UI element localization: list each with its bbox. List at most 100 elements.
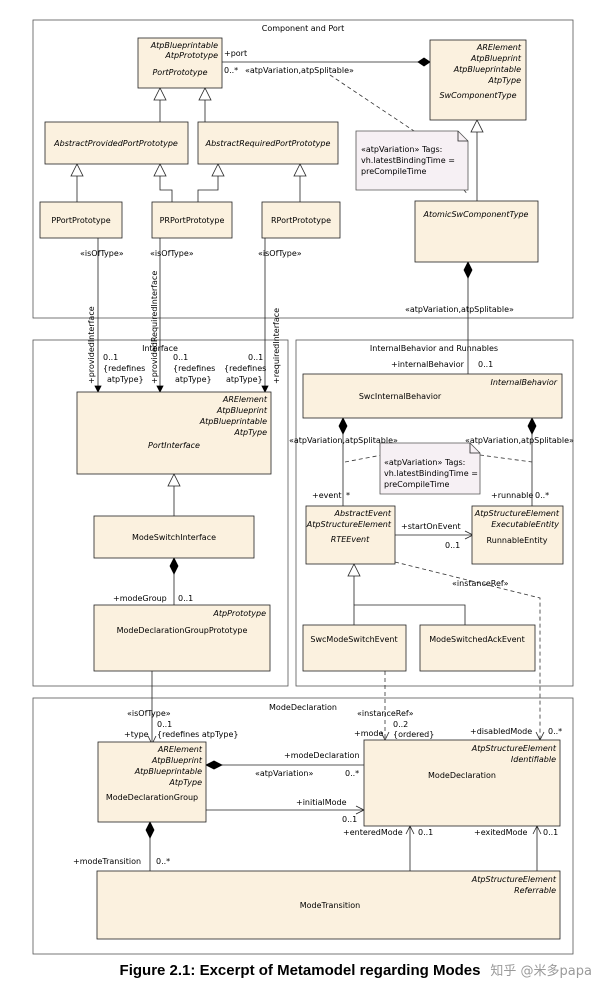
svg-text:{redefines: {redefines — [224, 364, 266, 373]
svg-text:ModeSwitchedAckEvent: ModeSwitchedAckEvent — [429, 635, 525, 644]
svg-text:+port: +port — [224, 49, 247, 58]
svg-text:«isOfType»: «isOfType» — [127, 709, 171, 718]
svg-text:ModeDeclarationGroupPrototype: ModeDeclarationGroupPrototype — [117, 626, 248, 635]
svg-text:{redefines atpType}: {redefines atpType} — [157, 730, 238, 739]
svg-text:RTEEvent: RTEEvent — [331, 535, 370, 544]
svg-text:0..1: 0..1 — [445, 541, 460, 550]
svg-text:0..*: 0..* — [535, 491, 549, 500]
svg-text:AtpPrototype: AtpPrototype — [212, 609, 266, 618]
svg-text:0..1: 0..1 — [418, 828, 433, 837]
svg-text:+internalBehavior: +internalBehavior — [391, 360, 465, 369]
svg-text:«isOfType»: «isOfType» — [150, 249, 194, 258]
package-title: ModeDeclaration — [269, 703, 337, 712]
svg-text:+providedInterface: +providedInterface — [87, 306, 96, 384]
class-mode-switched-ack-event: ModeSwitchedAckEvent — [419, 624, 536, 672]
svg-text:+modeDeclaration: +modeDeclaration — [284, 751, 360, 760]
svg-text:+initialMode: +initialMode — [296, 798, 347, 807]
svg-text:AtpStructureElement: AtpStructureElement — [306, 520, 392, 529]
svg-text:0..1: 0..1 — [478, 360, 493, 369]
svg-text:«atpVariation,atpSplitable»: «atpVariation,atpSplitable» — [289, 436, 398, 445]
svg-text:ModeSwitchInterface: ModeSwitchInterface — [132, 533, 216, 542]
svg-text:PRPortPrototype: PRPortPrototype — [160, 216, 225, 225]
svg-text:vh.latestBindingTime =: vh.latestBindingTime = — [361, 156, 455, 165]
svg-text:0..1: 0..1 — [543, 828, 558, 837]
svg-text:AtpBlueprint: AtpBlueprint — [470, 54, 522, 63]
svg-text:«instanceRef»: «instanceRef» — [452, 579, 509, 588]
class-abstract-required-port-prototype: AbstractRequiredPortPrototype — [197, 121, 339, 165]
svg-text:0..1: 0..1 — [178, 594, 193, 603]
svg-text:0..2: 0..2 — [393, 720, 408, 729]
class-atomic-sw-component-type: AtomicSwComponentType — [414, 200, 539, 263]
class-mode-transition: AtpStructureElement Referrable ModeTrans… — [96, 870, 561, 940]
svg-text:ExecutableEntity: ExecutableEntity — [491, 520, 559, 529]
svg-text:0..*: 0..* — [548, 727, 562, 736]
svg-text:0..1: 0..1 — [157, 720, 172, 729]
svg-text:preCompileTime: preCompileTime — [361, 167, 426, 176]
svg-text:PortInterface: PortInterface — [148, 441, 200, 450]
edge-labels: +port 0..* «atpVariation,atpSplitable» «… — [73, 49, 574, 866]
svg-text:SwcInternalBehavior: SwcInternalBehavior — [359, 392, 442, 401]
svg-text:«isOfType»: «isOfType» — [258, 249, 302, 258]
svg-text:AtpBlueprint: AtpBlueprint — [216, 406, 268, 415]
package-title: InternalBehavior and Runnables — [370, 344, 498, 353]
svg-text:«isOfType»: «isOfType» — [80, 249, 124, 258]
svg-text:*: * — [346, 491, 350, 500]
svg-text:+disabledMode: +disabledMode — [470, 727, 532, 736]
svg-text:{ordered}: {ordered} — [393, 730, 434, 739]
svg-text:+runnable: +runnable — [491, 491, 533, 500]
class-port-interface: ARElement AtpBlueprint AtpBlueprintable … — [76, 391, 272, 475]
svg-text:atpType}: atpType} — [226, 375, 263, 384]
svg-text:0..*: 0..* — [345, 769, 359, 778]
svg-text:AtpStructureElement: AtpStructureElement — [471, 875, 557, 884]
class-port-prototype: AtpBlueprintable AtpPrototype PortProtot… — [137, 37, 223, 89]
svg-text:AtpPrototype: AtpPrototype — [164, 51, 218, 60]
svg-text:PPortPrototype: PPortPrototype — [51, 216, 110, 225]
class-abstract-provided-port-prototype: AbstractProvidedPortPrototype — [44, 121, 189, 165]
svg-text:«atpVariation,atpSplitable»: «atpVariation,atpSplitable» — [465, 436, 574, 445]
note-latest-binding-time-1: «atpVariation» Tags: vh.latestBindingTim… — [355, 130, 469, 191]
svg-text:+type: +type — [124, 730, 149, 739]
class-mode-declaration-group-prototype: AtpPrototype ModeDeclarationGroupPrototy… — [93, 604, 271, 672]
svg-text:AtpBlueprintable: AtpBlueprintable — [199, 417, 267, 426]
svg-text:0..1: 0..1 — [103, 353, 118, 362]
svg-text:«atpVariation,atpSplitable»: «atpVariation,atpSplitable» — [405, 305, 514, 314]
svg-text:AtpBlueprintable: AtpBlueprintable — [150, 41, 218, 50]
class-pport-prototype: PPortPrototype — [39, 201, 123, 239]
svg-text:Identifiable: Identifiable — [511, 755, 556, 764]
svg-text:+exitedMode: +exitedMode — [474, 828, 527, 837]
figure-caption: Figure 2.1: Excerpt of Metamodel regardi… — [119, 962, 481, 979]
svg-text:AtpBlueprint: AtpBlueprint — [151, 756, 203, 765]
class-swc-internal-behavior: InternalBehavior SwcInternalBehavior — [302, 373, 563, 419]
svg-text:«instanceRef»: «instanceRef» — [357, 709, 414, 718]
svg-text:AbstractRequiredPortPrototype: AbstractRequiredPortPrototype — [205, 139, 331, 148]
svg-text:0..1: 0..1 — [173, 353, 188, 362]
svg-text:0..1: 0..1 — [342, 815, 357, 824]
svg-text:AtpStructureElement: AtpStructureElement — [471, 744, 557, 753]
svg-text:ModeDeclarationGroup: ModeDeclarationGroup — [106, 793, 198, 802]
svg-text:vh.latestBindingTime =: vh.latestBindingTime = — [384, 469, 478, 478]
generalization-edges — [70, 87, 484, 625]
svg-text:atpType}: atpType} — [175, 375, 212, 384]
svg-text:ARElement: ARElement — [157, 745, 203, 754]
svg-text:SwComponentType: SwComponentType — [440, 91, 517, 100]
svg-text:AbstractProvidedPortPrototype: AbstractProvidedPortPrototype — [53, 139, 178, 148]
class-mode-declaration: AtpStructureElement Identifiable ModeDec… — [363, 739, 561, 827]
svg-text:ARElement: ARElement — [222, 395, 268, 404]
class-prport-prototype: PRPortPrototype — [151, 201, 233, 239]
package-title: Component and Port — [262, 24, 344, 33]
svg-text:{redefines: {redefines — [173, 364, 215, 373]
svg-text:RPortPrototype: RPortPrototype — [271, 216, 331, 225]
svg-text:+requiredInterface: +requiredInterface — [272, 308, 281, 384]
svg-text:0..1: 0..1 — [248, 353, 263, 362]
svg-text:ARElement: ARElement — [476, 43, 522, 52]
metamodel-diagram: Component and Port Interface InternalBeh… — [32, 19, 574, 955]
class-swc-mode-switch-event: SwcModeSwitchEvent — [302, 624, 407, 672]
class-rte-event: AbstractEvent AtpStructureElement RTEEve… — [305, 505, 396, 565]
svg-text:RunnableEntity: RunnableEntity — [487, 536, 548, 545]
svg-text:ModeDeclaration: ModeDeclaration — [428, 771, 496, 780]
class-runnable-entity: AtpStructureElement ExecutableEntity Run… — [471, 505, 564, 565]
watermark: 知乎 @米多papa — [490, 964, 592, 979]
class-mode-switch-interface: ModeSwitchInterface — [93, 515, 255, 559]
svg-text:AtpType: AtpType — [168, 778, 202, 787]
svg-text:SwcModeSwitchEvent: SwcModeSwitchEvent — [310, 635, 397, 644]
